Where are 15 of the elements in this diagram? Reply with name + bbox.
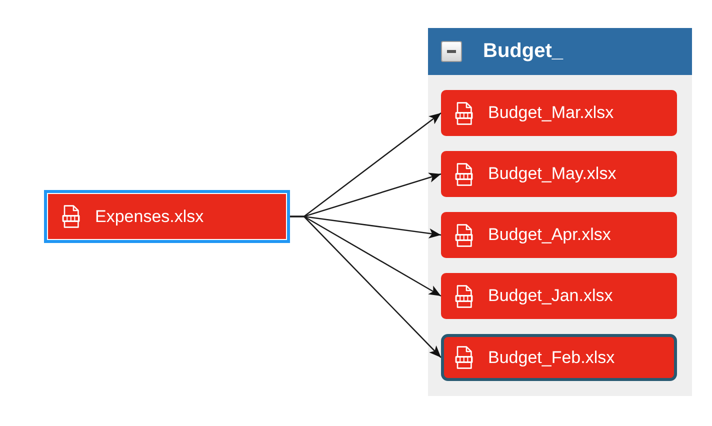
group-panel (428, 28, 692, 396)
file-name: Budget_Jan.xlsx (488, 286, 613, 306)
file-name: Budget_Mar.xlsx (488, 103, 614, 123)
file-node (441, 90, 677, 136)
file-name: Budget_Apr.xlsx (488, 225, 611, 245)
file-name: Budget_May.xlsx (488, 164, 616, 184)
arrow (290, 216, 442, 358)
file-node (441, 334, 677, 381)
file-name: Budget_Feb.xlsx (488, 348, 615, 368)
file-node (441, 212, 677, 258)
file-name: Expenses.xlsx (95, 206, 204, 226)
file-node (441, 273, 677, 319)
file-node (441, 151, 677, 197)
group-title: Budget_ (483, 40, 563, 63)
file-node (44, 190, 290, 243)
